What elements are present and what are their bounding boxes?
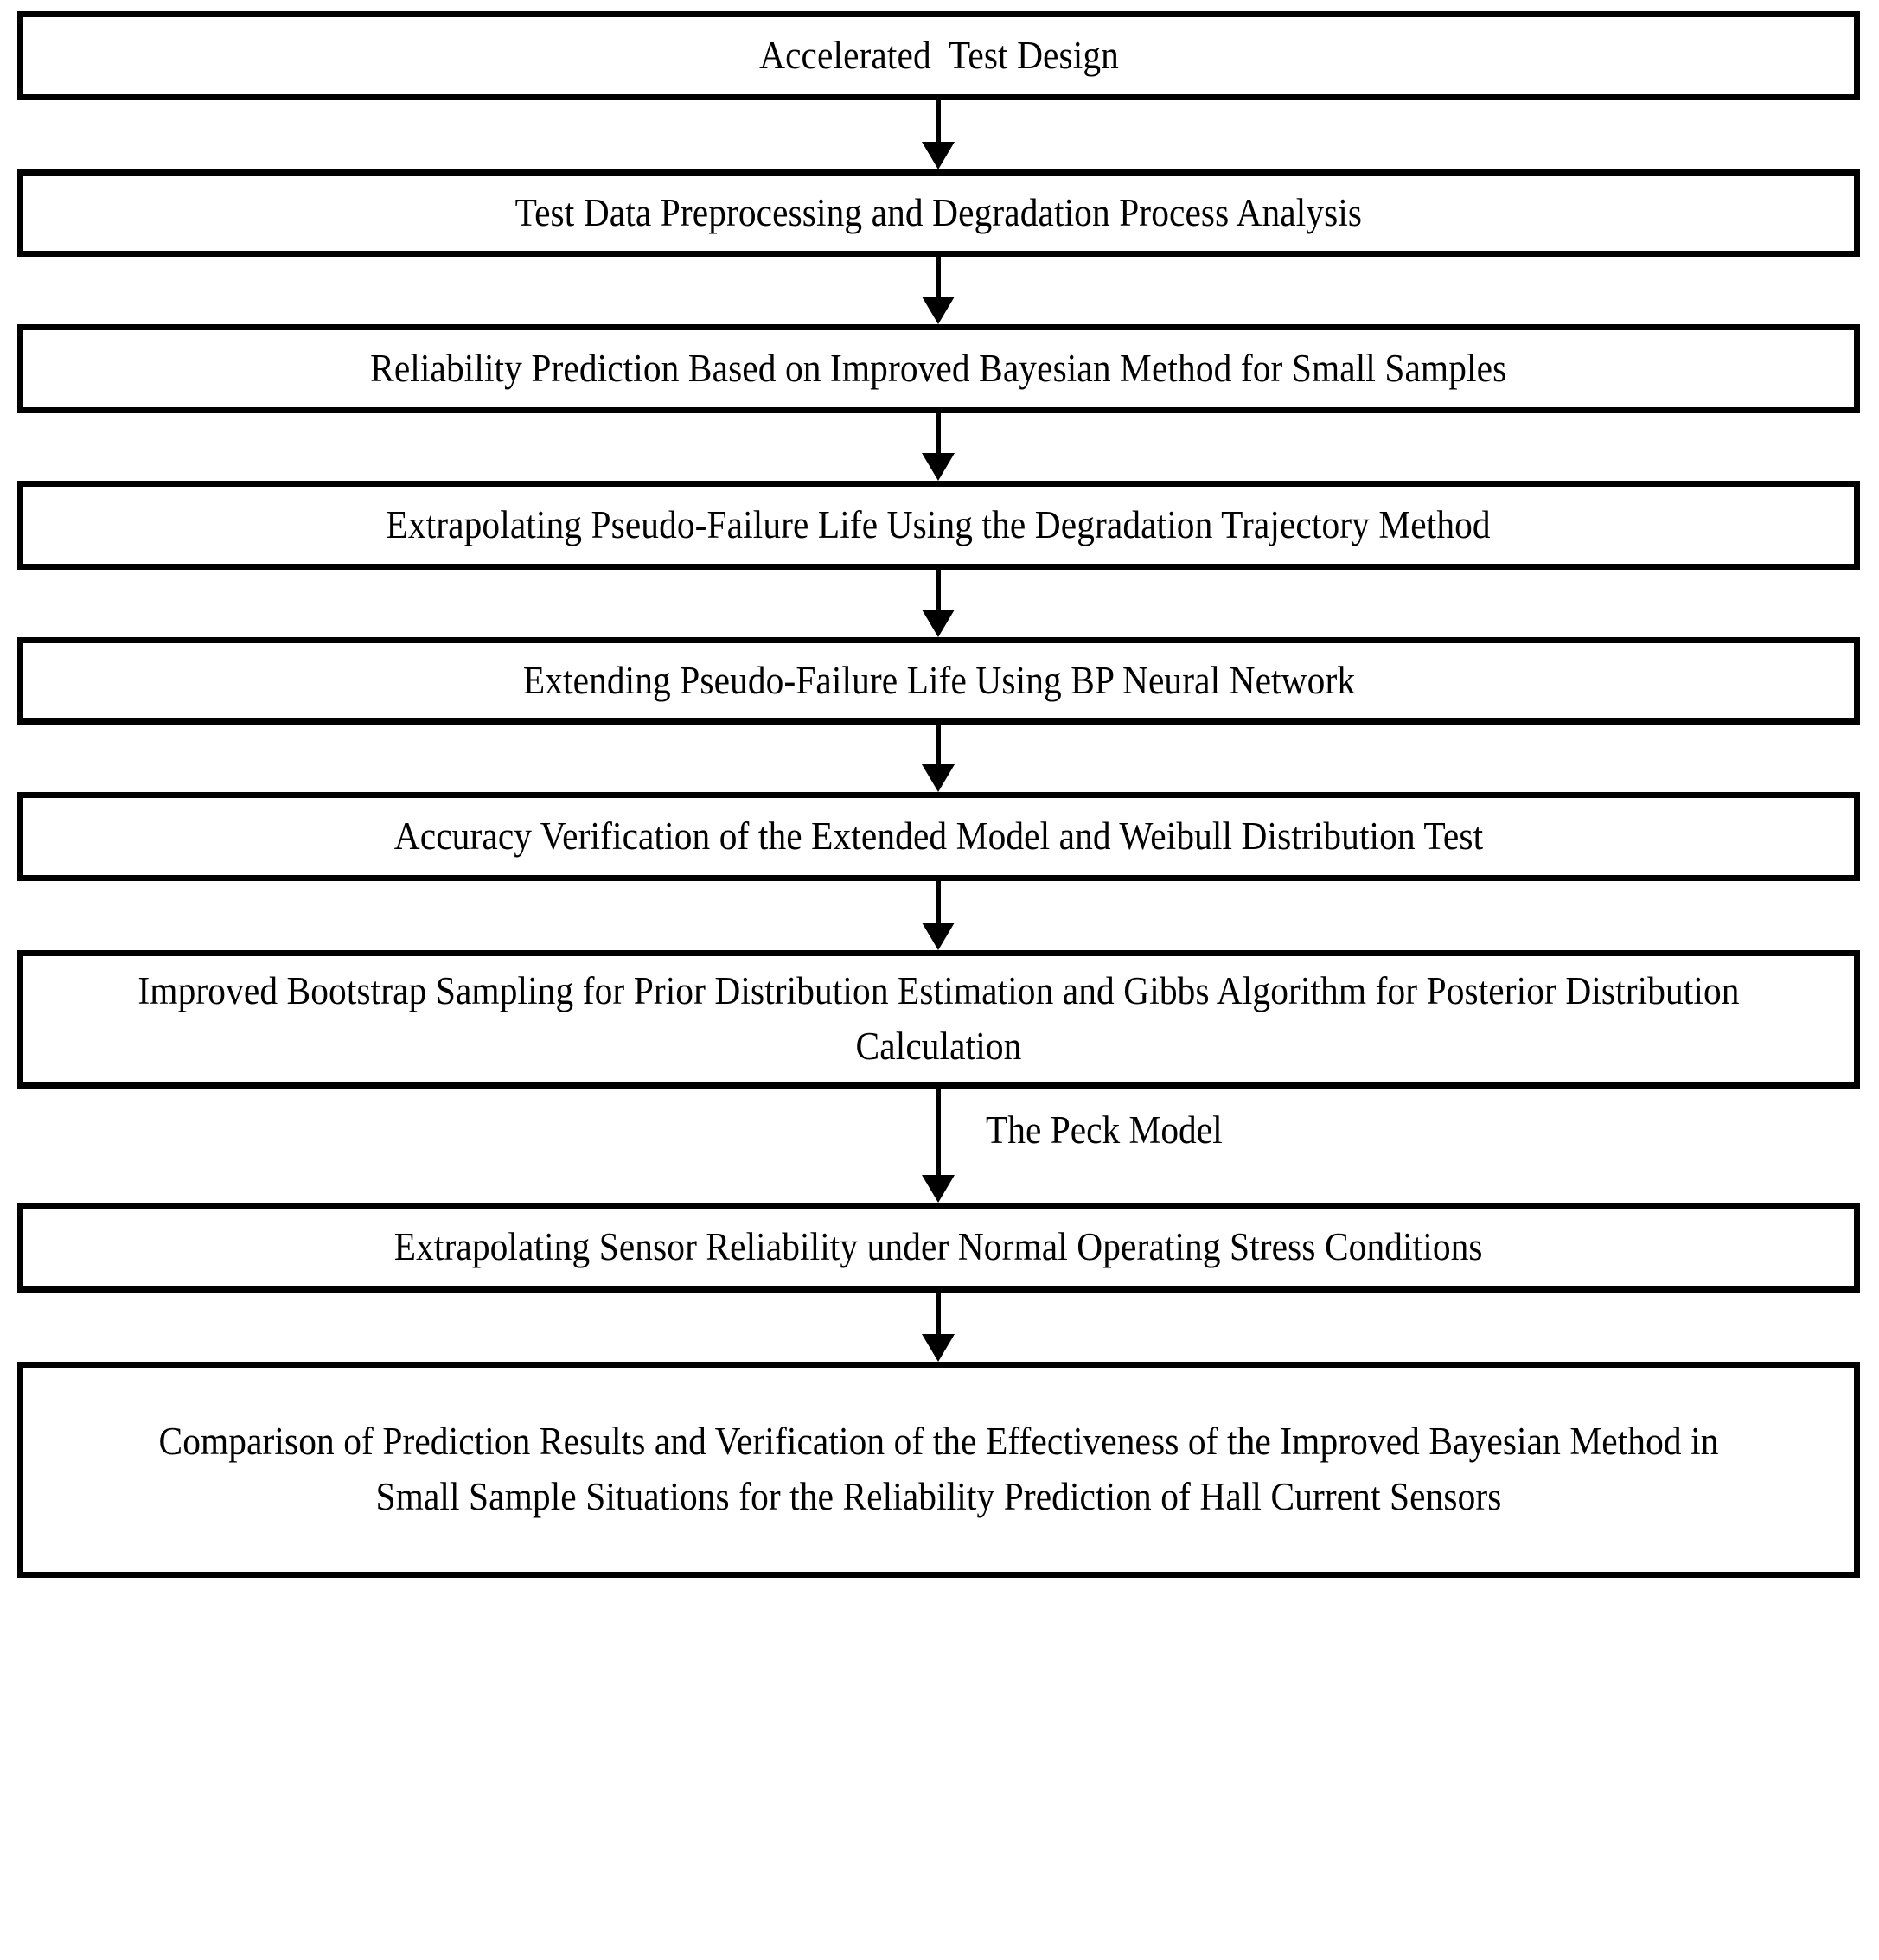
flow-node-comparison-of-prediction-results[interactable]: Comparison of Prediction Results and Ver… <box>17 1362 1860 1578</box>
arrow-down-icon <box>921 1089 955 1203</box>
arrow-down-icon <box>921 725 955 792</box>
arrow-down-icon <box>921 413 955 481</box>
flow-node-test-data-preprocessing[interactable]: Test Data Preprocessing and Degradation … <box>17 169 1860 257</box>
arrow-shaft <box>936 257 941 298</box>
flow-node-extrapolating-pseudo-failure-life[interactable]: Extrapolating Pseudo-Failure Life Using … <box>17 481 1860 570</box>
flow-connector-6 <box>17 881 1860 950</box>
arrow-head <box>922 923 955 950</box>
flow-connector-8 <box>17 1293 1860 1362</box>
flow-connector-1 <box>17 100 1860 169</box>
flow-node-label: Extrapolating Sensor Reliability under N… <box>394 1225 1483 1269</box>
arrow-head <box>922 297 955 324</box>
arrow-shaft <box>936 1293 941 1336</box>
arrow-head <box>922 453 955 481</box>
arrow-shaft <box>936 570 941 611</box>
flow-node-accelerated-test-design[interactable]: Accelerated Test Design <box>17 11 1860 100</box>
flow-node-label: Extending Pseudo-Failure Life Using BP N… <box>522 658 1355 702</box>
arrow-shaft <box>936 1089 941 1177</box>
arrow-shaft <box>936 413 941 455</box>
arrow-down-icon <box>921 100 955 169</box>
flow-node-improved-bootstrap-gibbs[interactable]: Improved Bootstrap Sampling for Prior Di… <box>17 950 1860 1089</box>
arrow-head <box>922 142 955 169</box>
flow-connector-5 <box>17 725 1860 792</box>
arrow-shaft <box>936 725 941 766</box>
flow-connector-3 <box>17 413 1860 481</box>
flowchart-flow: Accelerated Test Design Test Data Prepro… <box>17 11 1860 1578</box>
flow-node-extending-pseudo-failure-life[interactable]: Extending Pseudo-Failure Life Using BP N… <box>17 637 1860 725</box>
arrow-down-icon <box>921 257 955 324</box>
flow-node-extrapolating-sensor-reliability[interactable]: Extrapolating Sensor Reliability under N… <box>17 1203 1860 1293</box>
flow-node-label: Test Data Preprocessing and Degradation … <box>514 190 1363 234</box>
arrow-down-icon <box>921 1293 955 1362</box>
flow-connector-4 <box>17 570 1860 637</box>
flow-connector-7: The Peck Model <box>17 1089 1860 1203</box>
flow-node-label: Accuracy Verification of the Extended Mo… <box>393 814 1484 858</box>
arrow-shaft <box>936 100 941 144</box>
flow-node-label: Comparison of Prediction Results and Ver… <box>158 1420 1728 1518</box>
flow-node-label: Accelerated Test Design <box>758 33 1119 77</box>
flow-connector-2 <box>17 257 1860 324</box>
arrow-head <box>922 1334 955 1362</box>
flow-node-reliability-prediction-bayesian[interactable]: Reliability Prediction Based on Improved… <box>17 324 1860 413</box>
flow-node-label: Reliability Prediction Based on Improved… <box>370 346 1507 390</box>
arrow-head <box>922 1175 955 1203</box>
arrow-down-icon <box>921 881 955 950</box>
arrow-head <box>922 610 955 637</box>
flow-node-label: Improved Bootstrap Sampling for Prior Di… <box>137 969 1749 1068</box>
flow-node-label: Extrapolating Pseudo-Failure Life Using … <box>386 502 1492 546</box>
arrow-head <box>922 764 955 792</box>
flow-node-accuracy-verification-weibull[interactable]: Accuracy Verification of the Extended Mo… <box>17 792 1860 881</box>
arrow-down-icon <box>921 570 955 637</box>
edge-label-peck-model: The Peck Model <box>986 1108 1223 1152</box>
arrow-shaft <box>936 881 941 924</box>
